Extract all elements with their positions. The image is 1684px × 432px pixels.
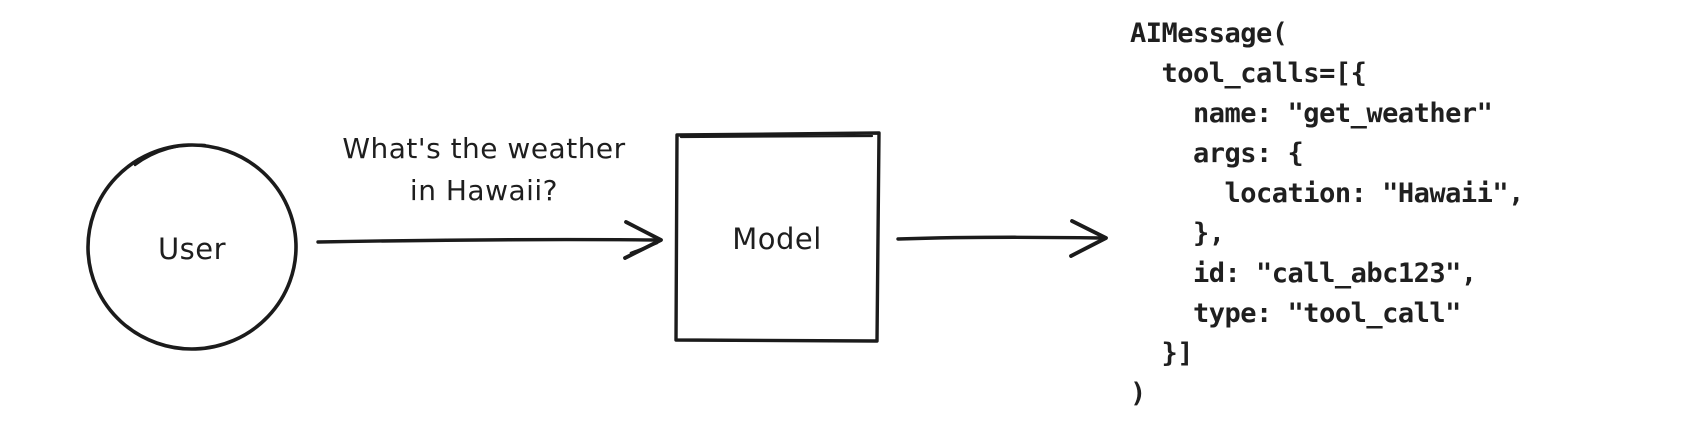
aimessage-code-block: AIMessage( tool_calls=[{ name: "get_weat… — [1130, 18, 1524, 409]
model-label: Model — [732, 222, 822, 256]
model-box — [674, 131, 881, 343]
response-arrow — [896, 219, 1108, 258]
request-arrow — [316, 220, 663, 260]
request-message-line2: in Hawaii? — [409, 174, 559, 207]
user-circle — [86, 143, 298, 351]
request-message: What's the weather in Hawaii? — [342, 128, 625, 212]
user-label: User — [157, 232, 227, 266]
request-message-line1: What's the weather — [342, 132, 626, 165]
